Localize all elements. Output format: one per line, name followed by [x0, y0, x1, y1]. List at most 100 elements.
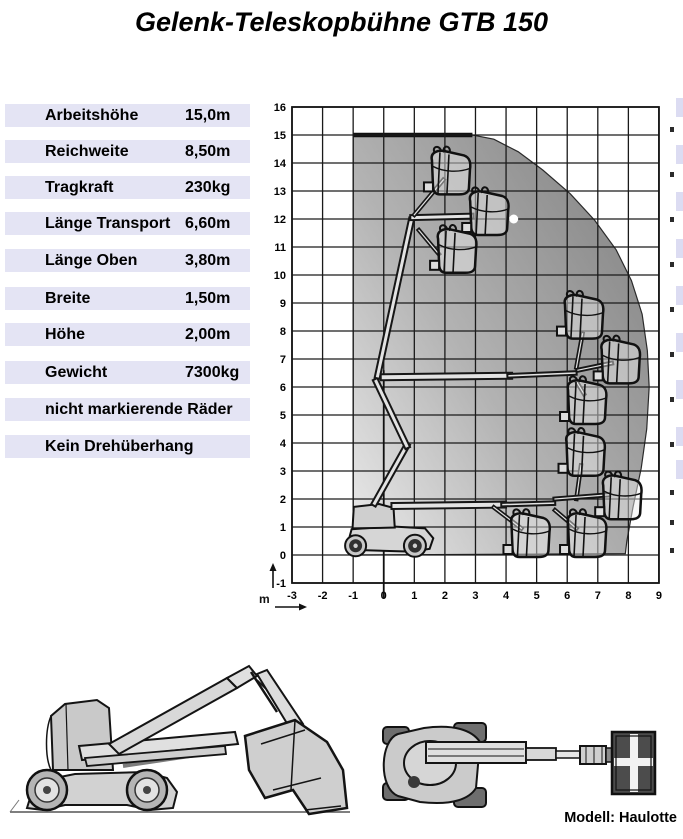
- spec-value: 230kg: [185, 179, 231, 196]
- y-tick-label: 16: [274, 102, 286, 114]
- machine-top-view-drawing: [382, 722, 657, 808]
- y-tick-label: 5: [280, 410, 286, 422]
- edge-dot-fragment: [670, 490, 674, 495]
- x-tick-label: 2: [442, 590, 448, 602]
- boom-segment-fill: [508, 372, 576, 377]
- edge-bar-fragment: [676, 286, 683, 305]
- y-tick-label: 8: [280, 326, 286, 338]
- edge-dot-fragment: [670, 307, 674, 312]
- x-tick-label: 4: [503, 590, 510, 602]
- x-tick-label: -3: [287, 590, 297, 602]
- y-tick-label: 11: [274, 242, 286, 254]
- spec-value: 8,50m: [185, 143, 231, 160]
- wheel-hub: [412, 543, 418, 548]
- spec-row: Arbeitshöhe 15,0m: [5, 104, 250, 127]
- spec-row: Reichweite 8,50m: [5, 140, 250, 163]
- y-tick-label: 1: [280, 522, 286, 534]
- wheel-hub: [353, 543, 358, 548]
- spec-row: Länge Oben 3,80m: [5, 249, 250, 272]
- edge-dot-fragment: [670, 442, 674, 447]
- y-tick-label: 10: [274, 270, 286, 282]
- spec-label: Höhe: [45, 326, 85, 343]
- page-title: Gelenk-Teleskopbühne GTB 150: [134, 7, 549, 37]
- boom-segment-fill: [392, 502, 506, 509]
- boom-segment-fill: [554, 494, 610, 500]
- axis-unit-label: m: [259, 592, 270, 606]
- x-tick-label: 9: [656, 590, 662, 602]
- edge-bar-fragment: [676, 460, 683, 479]
- spec-value: 2,00m: [185, 326, 231, 343]
- edge-dot-fragment: [670, 520, 674, 525]
- spec-label: Reichweite: [45, 143, 129, 160]
- y-tick-label: 9: [280, 298, 286, 310]
- spec-value: 1,50m: [185, 290, 231, 307]
- plot-border: [291, 106, 660, 584]
- spec-value: 7300kg: [185, 364, 240, 381]
- spec-label: Kein Drehüberhang: [45, 438, 194, 455]
- spec-label: nicht markierende Räder: [45, 401, 233, 418]
- spec-label: Länge Transport: [45, 215, 171, 232]
- edge-bar-fragment: [676, 192, 683, 211]
- x-tick-label: 7: [595, 590, 601, 602]
- y-tick-label: 3: [280, 466, 286, 478]
- spec-value: 15,0m: [185, 107, 231, 124]
- y-tick-label: 7: [280, 354, 286, 366]
- spec-row: Kein Drehüberhang: [5, 435, 250, 458]
- edge-dot-fragment: [670, 217, 674, 222]
- x-tick-label: 3: [472, 590, 478, 602]
- edge-bar-fragment: [676, 98, 683, 117]
- x-tick-label: 8: [625, 590, 631, 602]
- boom-segment-fill: [502, 502, 555, 506]
- edge-bar-fragment: [676, 239, 683, 258]
- boom-segment-fill: [372, 443, 409, 506]
- y-tick-label: 13: [274, 186, 286, 198]
- boom-segment-fill: [375, 218, 414, 378]
- y-tick-label: 4: [280, 438, 287, 450]
- reach-diagram: -3-2-10123456789161514131211109876543210…: [259, 102, 662, 611]
- model-caption: Modell: Haulotte: [564, 810, 677, 826]
- white-marker-dot: [509, 214, 519, 224]
- y-tick-label: 0: [280, 550, 286, 562]
- edge-bar-fragment: [676, 333, 683, 352]
- x-tick-label: 1: [411, 590, 417, 602]
- axis-unit-marker: m: [259, 563, 307, 611]
- edge-dot-fragment: [670, 172, 674, 177]
- spec-label: Tragkraft: [45, 179, 114, 196]
- y-tick-label: 14: [274, 158, 287, 170]
- y-tick-label: 15: [274, 130, 286, 142]
- spec-row: Breite 1,50m: [5, 287, 250, 310]
- edge-dot-fragment: [670, 397, 674, 402]
- y-tick-label: 12: [274, 214, 286, 226]
- edge-dot-fragment: [670, 548, 674, 553]
- y-tick-label: -1: [276, 578, 286, 590]
- x-tick-label: 6: [564, 590, 570, 602]
- boom-segment-fill: [411, 214, 473, 220]
- spec-label: Breite: [45, 290, 91, 307]
- y-tick-label: 2: [280, 494, 286, 506]
- edge-bar-fragment: [676, 145, 683, 164]
- x-tick-label: 5: [534, 590, 540, 602]
- edge-bar-fragment: [676, 380, 683, 399]
- y-tick-label: 6: [280, 382, 286, 394]
- spec-label: Länge Oben: [45, 252, 138, 269]
- x-tick-label: -2: [318, 590, 328, 602]
- spec-value: 3,80m: [185, 252, 231, 269]
- spec-label: Gewicht: [45, 364, 108, 381]
- edge-dot-fragment: [670, 352, 674, 357]
- edge-dot-fragment: [670, 127, 674, 132]
- edge-bar-fragment: [676, 427, 683, 446]
- machine-base: [351, 503, 396, 530]
- spec-label: Arbeitshöhe: [45, 107, 139, 124]
- boom-segment-fill: [418, 229, 440, 255]
- machine-side-view-drawing: [9, 664, 350, 816]
- edge-dot-fragment: [670, 262, 674, 267]
- spec-row: nicht markierende Räder: [5, 398, 250, 421]
- spec-row: Gewicht 7300kg: [5, 361, 250, 384]
- boom-segment-fill: [381, 373, 512, 380]
- spec-row: Länge Transport 6,60m: [5, 212, 250, 235]
- spec-row: Tragkraft 230kg: [5, 176, 250, 199]
- spec-value: 6,60m: [185, 215, 231, 232]
- x-tick-label: -1: [348, 590, 358, 602]
- boom-segment-fill: [374, 379, 409, 448]
